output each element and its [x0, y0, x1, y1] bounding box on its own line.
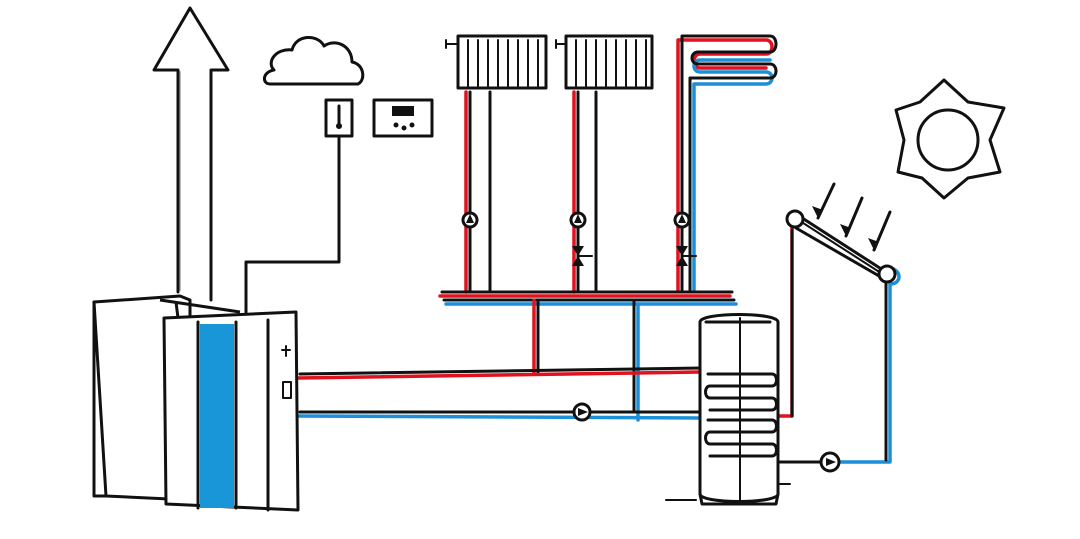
pump-icon [572, 402, 592, 422]
pump-icon [569, 211, 587, 229]
radiator-1 [445, 34, 548, 90]
main-return-line [296, 410, 702, 420]
storage-tank [665, 313, 791, 506]
valve-icon [572, 246, 593, 266]
distribution-manifold [438, 290, 738, 306]
radiator-2 [555, 34, 654, 90]
towel-radiator [676, 34, 778, 292]
controller-icon [372, 98, 434, 138]
outdoor-sensor-icon [244, 98, 354, 314]
exhaust-arrow-icon [152, 6, 230, 302]
manifold-feeds [532, 298, 640, 422]
valve-icon [676, 246, 697, 266]
pump-icon [461, 211, 479, 229]
pump-icon [673, 211, 691, 229]
pump-icon [778, 451, 841, 473]
boiler [92, 294, 300, 512]
arrow-down-icon [812, 182, 892, 252]
cloud-icon [263, 36, 365, 86]
solar-collector [776, 182, 901, 464]
sun-icon [894, 78, 1006, 200]
main-supply-line [296, 366, 704, 380]
